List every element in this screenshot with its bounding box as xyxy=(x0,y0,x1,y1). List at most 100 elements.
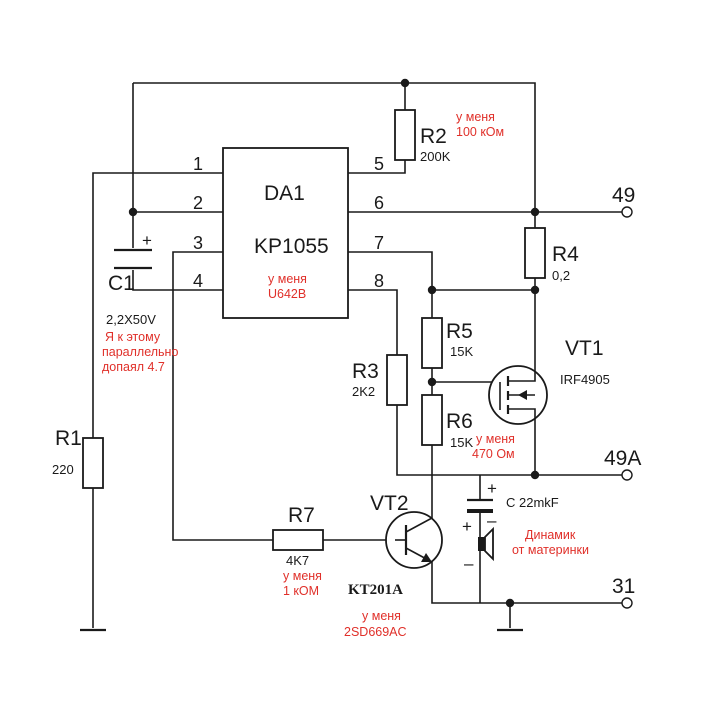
r4-body xyxy=(524,227,546,279)
c2-plus-sign: + xyxy=(487,479,497,498)
r6-body xyxy=(421,394,443,446)
vt1-part: IRF4905 xyxy=(560,372,610,387)
r6-value: 15K xyxy=(450,435,473,450)
junction-dot xyxy=(128,207,138,217)
c1-ref: C1 xyxy=(108,272,135,295)
c2-label: C 22mkF xyxy=(506,495,559,510)
c1-note-line3: допаял 4.7 xyxy=(102,360,165,374)
resistor-r6: R6 15K у меня 470 Ом xyxy=(421,394,515,461)
r5-ref: R5 xyxy=(446,320,473,343)
ic-pin-6: 6 xyxy=(374,193,384,213)
terminal-49a-label: 49A xyxy=(604,447,641,470)
c1-plus-sign: + xyxy=(142,231,152,250)
r2-bottom-wire xyxy=(348,160,406,174)
ic-body xyxy=(222,147,349,319)
junctions xyxy=(128,78,540,608)
junction-dot xyxy=(530,207,540,217)
r3-ref: R3 xyxy=(352,360,379,383)
vt1-arrow-icon xyxy=(518,390,527,400)
r7-value: 4K7 xyxy=(286,553,309,568)
r7-note-line1: у меня xyxy=(283,569,322,583)
ic-pin-5: 5 xyxy=(374,154,384,174)
r4-value: 0,2 xyxy=(552,268,570,283)
resistor-r3: R3 2K2 xyxy=(352,354,408,406)
pin8-wire xyxy=(348,289,398,355)
junction-dot xyxy=(427,377,437,387)
speaker-icon xyxy=(478,537,485,551)
r7-ref: R7 xyxy=(288,504,315,527)
top-rail-wire xyxy=(133,82,536,208)
r3-value: 2K2 xyxy=(352,384,375,399)
r7-body xyxy=(272,529,324,551)
r4-ref: R4 xyxy=(552,243,579,266)
ic-pin-2: 2 xyxy=(193,193,203,213)
vt1-source-lead xyxy=(508,370,536,382)
vt1-ref: VT1 xyxy=(565,337,604,360)
speaker-minus-sign: – xyxy=(464,554,474,573)
vt1-drain-lead xyxy=(508,408,536,425)
ic-part: KP1055 xyxy=(254,235,329,258)
speaker-note-line2: от материнки xyxy=(512,543,589,557)
terminal-49a xyxy=(621,469,633,481)
resistor-r4: R4 0,2 xyxy=(524,227,579,283)
terminal-31 xyxy=(621,597,633,609)
vt2-note-line2: 2SD669AC xyxy=(344,625,407,639)
terminal-49 xyxy=(621,206,633,218)
speaker-plus-sign: + xyxy=(462,517,472,536)
junction-dot xyxy=(530,285,540,295)
r6-ref: R6 xyxy=(446,410,473,433)
ground-rail-wire xyxy=(431,575,622,604)
r1-body xyxy=(82,437,104,489)
pin1-wire xyxy=(92,172,223,438)
transistor-vt2: VT2 KT201A у меня 2SD669AC xyxy=(344,492,443,639)
pin3-wire xyxy=(172,251,273,541)
ic-note-line2: U642B xyxy=(268,287,306,301)
r2-body xyxy=(394,109,416,161)
r5-body xyxy=(421,317,443,369)
junction-dot xyxy=(530,470,540,480)
r1-value: 220 xyxy=(52,462,74,477)
vt2-note-line1: у меня xyxy=(362,609,401,623)
speaker-note-line1: Динамик xyxy=(525,528,576,542)
r3-bottom-wire xyxy=(396,405,535,476)
capacitor-c1: + C1 2,2X50V Я к этому параллельно допая… xyxy=(102,231,178,374)
terminal-31-label: 31 xyxy=(612,575,635,598)
r2-note-line2: 100 кОм xyxy=(456,125,504,139)
c1-note-line2: параллельно xyxy=(102,345,178,359)
ic-pin-7: 7 xyxy=(374,233,384,253)
r1-ref: R1 xyxy=(55,427,82,450)
r3-body xyxy=(386,354,408,406)
ic-pin-4: 4 xyxy=(193,271,203,291)
capacitor-c2: + – C 22mkF xyxy=(467,479,559,530)
ic-da1: DA1 KP1055 у меня U642B 1 2 3 4 5 6 7 8 xyxy=(193,147,384,319)
junction-dot xyxy=(400,78,410,88)
wires xyxy=(92,82,622,628)
pin7-wire xyxy=(348,251,433,318)
terminals: 49 49A 31 xyxy=(604,184,641,609)
c1-value: 2,2X50V xyxy=(106,312,156,327)
vt2-collector-lead xyxy=(405,505,433,533)
ic-pin-8: 8 xyxy=(374,271,384,291)
resistor-r2: R2 200K у меня 100 кОм xyxy=(394,109,504,164)
r2-value: 200K xyxy=(420,149,451,164)
r6-note-line1: у меня xyxy=(476,432,515,446)
ic-note-line1: у меня xyxy=(268,272,307,286)
c2-plate-bottom xyxy=(467,509,493,513)
r5-value: 15K xyxy=(450,344,473,359)
resistor-r7: R7 4K7 у меня 1 кОМ xyxy=(272,504,324,598)
r2-ref: R2 xyxy=(420,125,447,148)
r6-note-line2: 470 Ом xyxy=(472,447,515,461)
transistor-vt1: VT1 IRF4905 xyxy=(488,337,610,425)
terminal-49-label: 49 xyxy=(612,184,635,207)
ic-pin-3: 3 xyxy=(193,233,203,253)
vt2-arrow-icon xyxy=(421,553,432,562)
ic-ref: DA1 xyxy=(264,182,305,205)
resistor-r1: R1 220 xyxy=(52,427,104,489)
junction-dot xyxy=(427,285,437,295)
c1-note-line1: Я к этому xyxy=(105,330,161,344)
resistor-r5: R5 15K xyxy=(421,317,473,369)
r2-note-line1: у меня xyxy=(456,110,495,124)
vt2-ref: VT2 xyxy=(370,492,409,515)
